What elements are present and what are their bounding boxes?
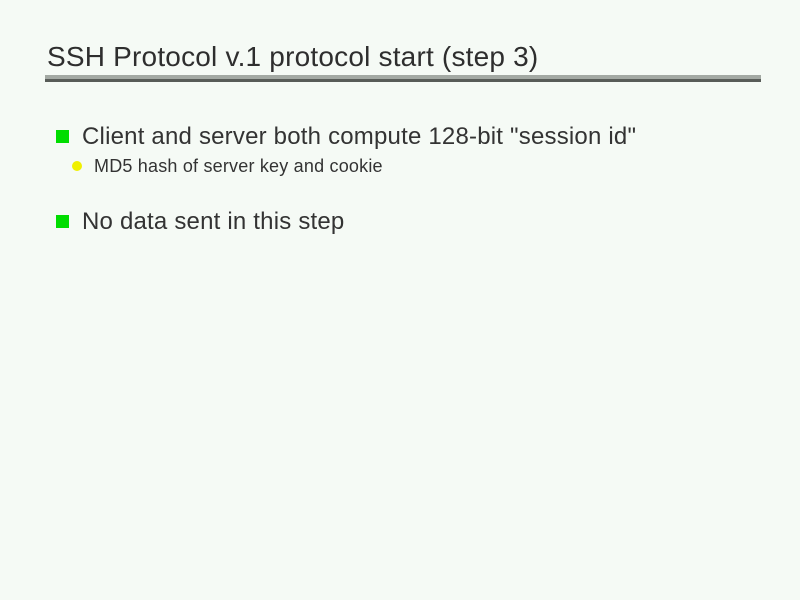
bullet-subitem: MD5 hash of server key and cookie bbox=[72, 155, 383, 177]
bullet-text: Client and server both compute 128-bit "… bbox=[82, 123, 637, 150]
bullet-item: Client and server both compute 128-bit "… bbox=[56, 122, 636, 151]
bullet-item: No data sent in this step bbox=[56, 207, 344, 236]
title-rule bbox=[45, 75, 761, 82]
green-square-bullet-icon bbox=[56, 130, 69, 143]
yellow-circle-bullet-icon bbox=[72, 161, 82, 171]
title-rule-shadow bbox=[45, 79, 761, 82]
bullet-text: No data sent in this step bbox=[82, 208, 345, 235]
slide-title: SSH Protocol v.1 protocol start (step 3) bbox=[47, 41, 539, 72]
green-square-bullet-icon bbox=[56, 215, 69, 228]
title-rule-highlight bbox=[45, 75, 761, 79]
bullet-text: MD5 hash of server key and cookie bbox=[94, 156, 383, 176]
